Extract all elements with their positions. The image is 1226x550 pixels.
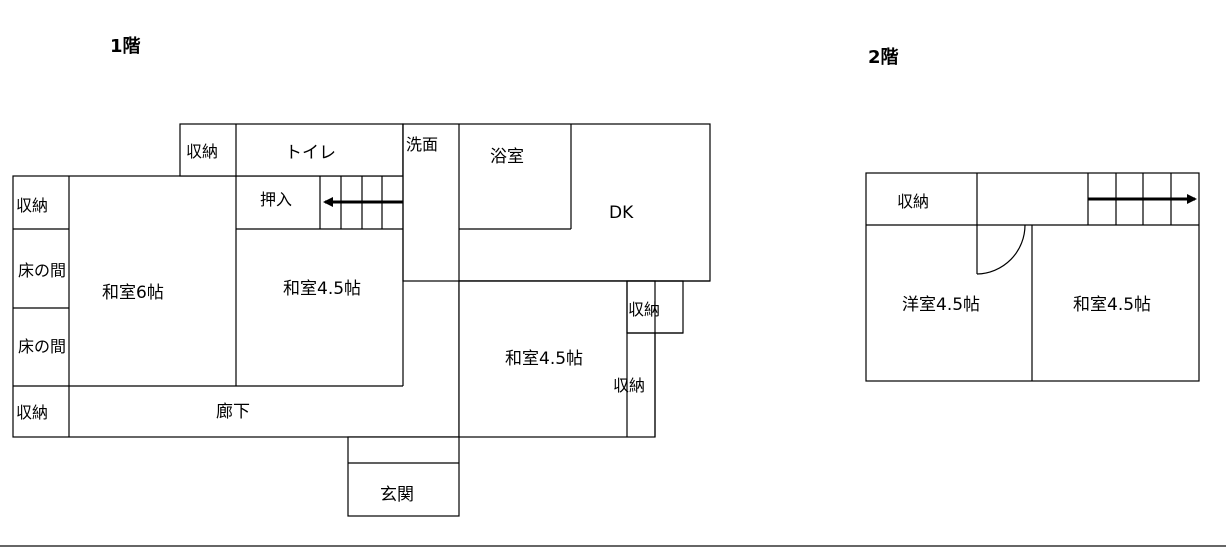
label-washitsu45-right: 和室4.5帖 [505,349,583,369]
floor1-plan: 1階 [12,36,711,517]
label-youshitsu45: 洋室4.5帖 [902,295,980,315]
label-washitsu45-center: 和室4.5帖 [283,279,361,299]
label-storage-left-top: 収納 [16,196,48,215]
label-toilet: トイレ [285,143,336,163]
label-tokonoma-1: 床の間 [18,261,66,280]
floor1-interior [13,124,710,464]
floor1-title: 1階 [110,36,141,57]
label-washitsu6: 和室6帖 [102,283,164,303]
floor2-title: 2階 [868,47,899,68]
floor2-plan: 2階 収納 洋室4.5帖 和室4.5帖 [865,47,1200,382]
label-tokonoma-2: 床の間 [18,337,66,356]
label-entrance: 玄関 [380,485,414,505]
label-storage-left-bottom: 収納 [16,403,48,422]
label-corridor: 廊下 [216,402,250,422]
label-oshiire: 押入 [260,190,292,209]
label-storage-right-2: 収納 [613,376,645,395]
label-storage-top: 収納 [186,142,218,161]
label-floor2-storage: 収納 [897,192,929,211]
label-bath: 浴室 [490,147,524,167]
floor2-walls [865,172,1200,382]
label-floor2-washitsu45: 和室4.5帖 [1073,295,1151,315]
label-storage-right-1: 収納 [628,300,660,319]
label-dk: DK [609,203,634,223]
label-washroom: 洗面 [406,135,438,154]
